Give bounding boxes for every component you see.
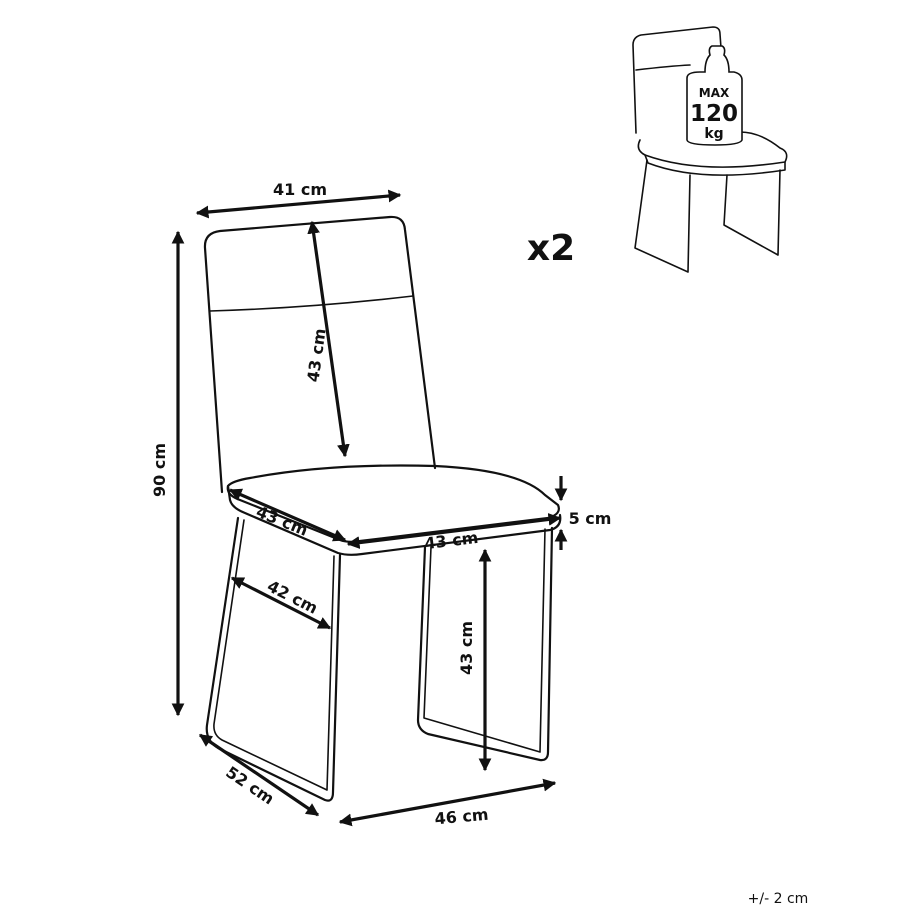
backrest-width-label: 41 cm [273, 180, 327, 199]
leg-depth-label: 42 cm [264, 576, 321, 617]
max-load-line2: 120 [690, 101, 738, 127]
seat-depth-label: 43 cm [253, 502, 310, 540]
total-height-label: 90 cm [150, 443, 169, 497]
seat-width-arrow [346, 513, 562, 549]
backrest-height-arrow [307, 220, 350, 458]
max-load-line3: kg [704, 126, 723, 142]
max-load-line1: MAX [699, 86, 730, 100]
max-load-icon: MAX 120 kg [632, 26, 788, 273]
tolerance-label: +/- 2 cm [748, 891, 809, 907]
backrest-seam [209, 295, 414, 312]
seat-height-label: 43 cm [457, 621, 476, 675]
leg-left [205, 516, 342, 802]
quantity-label: x2 [527, 228, 575, 269]
dimension-lines [171, 189, 568, 827]
base-width-arrow [338, 778, 557, 827]
backrest [203, 215, 437, 494]
backrest-height-label: 43 cm [303, 327, 329, 383]
base-width-label: 46 cm [434, 805, 489, 829]
base-depth-arrow [198, 733, 320, 817]
leg-depth-arrow [230, 576, 332, 630]
seat-thickness-label: 5 cm [569, 509, 612, 528]
seat-depth-arrow [228, 488, 347, 542]
backrest-width-arrow [195, 189, 402, 219]
seat-top [226, 464, 560, 543]
